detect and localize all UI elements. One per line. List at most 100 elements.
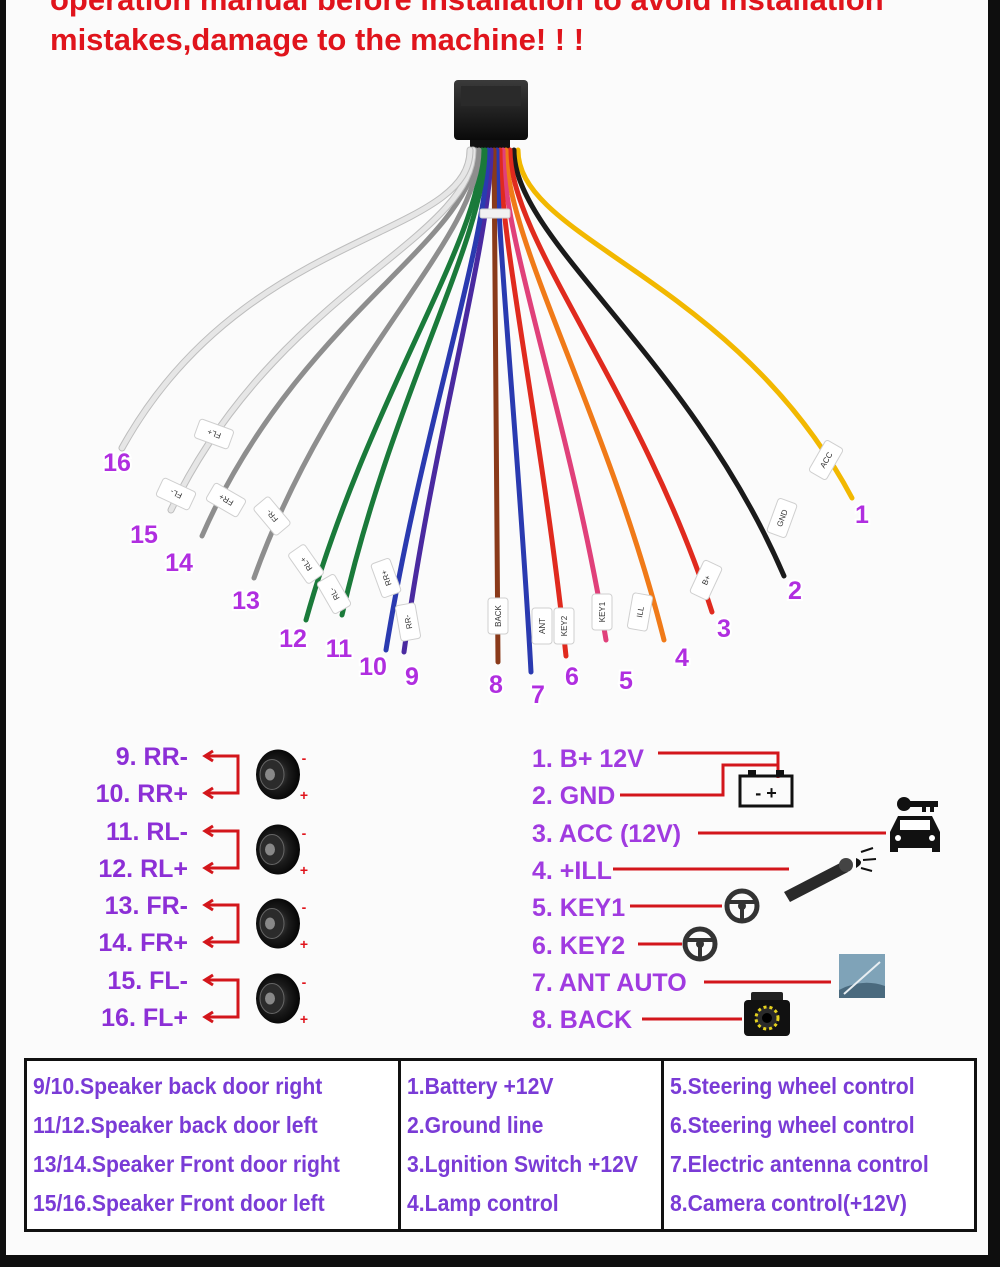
wire-number: 2 — [788, 577, 802, 605]
steering-wheel-icon — [682, 926, 718, 962]
wire-5 — [500, 147, 609, 643]
wire-number: 11 — [326, 635, 353, 663]
wire-number: 12 — [279, 625, 307, 653]
wire-number: 5 — [619, 667, 633, 695]
plus-sign: + — [300, 936, 308, 952]
wire-tag-text: ANT — [538, 618, 547, 634]
wire-14 — [199, 147, 479, 539]
wire-tag-text: KEY2 — [560, 615, 569, 636]
legend-item: 11/12.Speaker back door left — [33, 1112, 318, 1138]
wire-8 — [491, 147, 501, 665]
speaker-section: 9. RR-10. RR+11. RL-12. RL+13. FR-14. FR… — [96, 743, 309, 1032]
wire-7 — [494, 147, 534, 675]
wire-number: 3 — [717, 615, 731, 643]
minus-sign: - — [302, 974, 307, 990]
speaker-wire-label: 9. RR- — [116, 743, 188, 771]
legend-item: 3.Lgnition Switch +12V — [407, 1151, 639, 1177]
power-wire-label: 8. BACK — [532, 1006, 632, 1034]
speaker-icon — [256, 749, 300, 800]
harness-connector — [454, 80, 528, 154]
speaker-pair-3: -+ — [202, 898, 308, 952]
wire-number: 15 — [130, 521, 158, 549]
wire-tag-text: BACK — [494, 604, 503, 626]
wire-3 — [507, 147, 715, 615]
legend-item: 5.Steering wheel control — [670, 1073, 916, 1099]
wire-number: 16 — [103, 449, 131, 477]
headlight-switch-icon — [784, 847, 877, 902]
power-wire-label: 3. ACC (12V) — [532, 820, 681, 848]
speaker-pair-1: -+ — [202, 749, 308, 803]
legend-item: 8.Camera control(+12V) — [670, 1190, 908, 1216]
speaker-icon — [256, 898, 300, 949]
power-wire-label: 2. GND — [532, 782, 615, 810]
wire-tag-text: RR- — [403, 614, 414, 630]
wire-9 — [401, 147, 494, 655]
wire-tag: RL+ — [288, 544, 324, 584]
wire-12 — [303, 147, 485, 623]
wire-4 — [503, 147, 667, 643]
wire-tag: RR- — [395, 602, 421, 642]
minus-sign: - — [302, 899, 307, 915]
legend-item: 1.Battery +12V — [407, 1073, 554, 1099]
power-wire-label: 7. ANT AUTO — [532, 969, 687, 997]
legend-item: 9/10.Speaker back door right — [33, 1073, 323, 1099]
wire-number: 9 — [405, 663, 419, 691]
legend-column-power: 1.Battery +12V 2.Ground line 3.Lgnition … — [398, 1061, 661, 1229]
wire-tag: ILL — [627, 592, 653, 632]
plus-sign: + — [300, 787, 308, 803]
speaker-wire-label: 15. FL- — [107, 967, 188, 995]
wire-tag-text: KEY1 — [598, 601, 607, 622]
warning-text-line-1: operation manual before installation to … — [50, 0, 884, 18]
minus-sign: - — [302, 825, 307, 841]
wire-number: 14 — [165, 549, 193, 577]
plus-sign: + — [300, 862, 308, 878]
car-key-icon — [890, 797, 940, 852]
wire-number: 7 — [531, 681, 545, 709]
steering-wheel-icon — [724, 888, 760, 924]
legend-item: 15/16.Speaker Front door left — [33, 1190, 325, 1216]
wire-2 — [511, 147, 787, 579]
speaker-wire-label: 12. RL+ — [98, 855, 188, 883]
wire-tag: B+ — [689, 559, 723, 601]
legend-item: 13/14.Speaker Front door right — [33, 1151, 340, 1177]
battery-signs: - + — [755, 783, 777, 803]
wire-tag: RR+ — [370, 558, 402, 598]
speaker-wire-label: 16. FL+ — [101, 1004, 188, 1032]
wire-number: 1 — [855, 501, 869, 529]
wire-16 — [119, 147, 473, 451]
legend-item: 2.Ground line — [407, 1112, 544, 1138]
wire-tag: BACK — [487, 597, 509, 635]
wire-tag: ACC — [808, 440, 844, 480]
legend-item: 7.Electric antenna control — [670, 1151, 930, 1177]
power-wire-label: 5. KEY1 — [532, 894, 625, 922]
wire-tag: FR+ — [206, 482, 246, 518]
speaker-wire-label: 13. FR- — [105, 892, 188, 920]
wire-11 — [339, 147, 488, 618]
wire-tag: GND — [766, 498, 798, 538]
speaker-wire-label: 10. RR+ — [96, 780, 188, 808]
speaker-wire-label: 14. FR+ — [98, 929, 188, 957]
legend-column-speakers: 9/10.Speaker back door right 11/12.Speak… — [27, 1061, 398, 1229]
diagram-canvas: operation manual before installation to … — [6, 0, 988, 1255]
legend-item: 4.Lamp control — [407, 1190, 560, 1216]
wire-tag: FL- — [155, 477, 197, 511]
wire-number: 6 — [565, 663, 579, 691]
wire-13 — [251, 147, 482, 581]
wire-tag-text: B+ — [700, 573, 713, 586]
plus-sign: + — [300, 1011, 308, 1027]
speaker-icon — [256, 824, 300, 875]
power-section: - + — [532, 745, 940, 1036]
wire-tag: ANT — [531, 607, 553, 645]
wire-tag: RL- — [316, 574, 352, 614]
speaker-pair-4: -+ — [202, 973, 308, 1027]
wire-1 — [515, 147, 855, 501]
wire-tag-text: ILL — [635, 605, 646, 618]
battery-icon: - + — [738, 770, 794, 808]
wire-10 — [383, 147, 491, 653]
rear-camera-icon — [744, 992, 790, 1036]
warning-text-line-2: mistakes,damage to the machine! ! ! — [50, 22, 585, 57]
wire-outline — [118, 146, 474, 452]
wire-tag: FL+ — [194, 418, 234, 450]
